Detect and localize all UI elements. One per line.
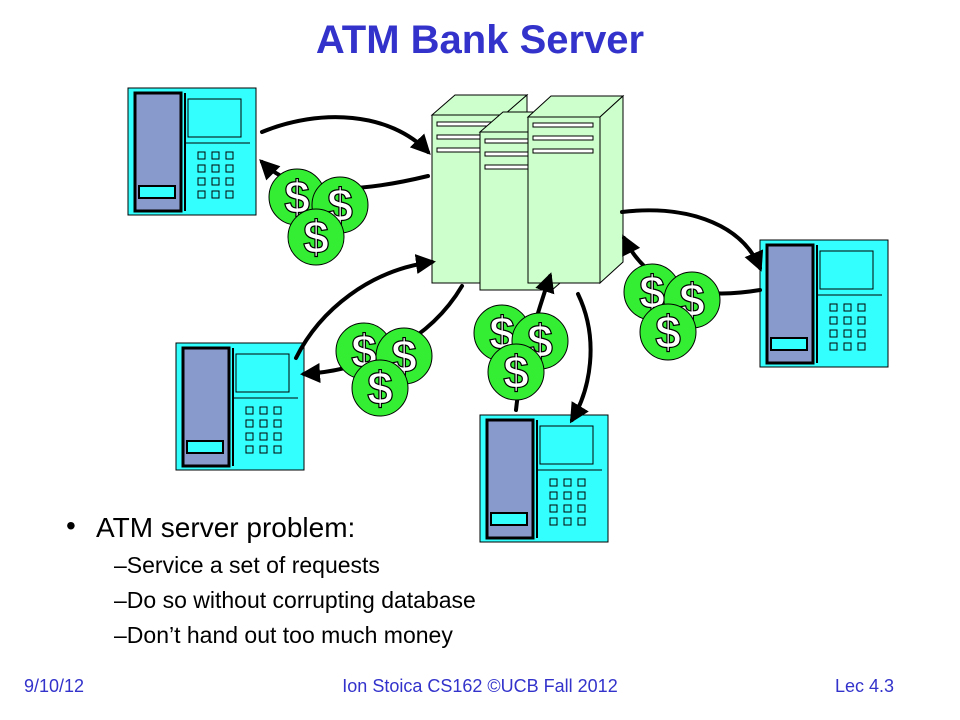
atm-machine-bottom-center xyxy=(480,415,608,542)
sub-bullet-3: –Don’t hand out too much money xyxy=(114,622,453,648)
request-arrow-right xyxy=(620,208,764,272)
dollar-coin-icon: $ xyxy=(473,304,531,362)
dollar-coin-icon: $ xyxy=(487,343,545,401)
bullet-dot: • xyxy=(66,510,76,541)
atm-machine-bottom-left xyxy=(176,343,304,470)
footer-date: 9/10/12 xyxy=(24,676,85,696)
bullet-main: • ATM server problem: xyxy=(66,510,476,552)
atm-machine-right xyxy=(760,240,888,367)
dollar-coin-icon: $ xyxy=(351,359,409,417)
dollar-coin-icon: $ xyxy=(639,303,697,361)
footer-lecture: Lec 4.3 xyxy=(834,676,894,696)
svg-text:$: $ xyxy=(489,307,515,359)
atm-machine-top-left xyxy=(128,88,256,215)
bullet-main-text: ATM server problem: xyxy=(96,512,356,543)
footer-course: Ion Stoica CS162 ©UCB Fall 2012 xyxy=(342,676,618,696)
svg-text:$: $ xyxy=(655,306,681,358)
sub-bullet-2: –Do so without corrupting database xyxy=(114,587,476,613)
response-arrow-bottom-center xyxy=(569,292,593,424)
slide-title: ATM Bank Server xyxy=(315,18,645,62)
svg-text:$: $ xyxy=(303,211,329,263)
svg-text:$: $ xyxy=(367,362,393,414)
dollar-coin-icon: $ xyxy=(287,208,345,266)
server-tower-3 xyxy=(526,94,625,285)
svg-text:$: $ xyxy=(503,346,529,398)
request-arrow-bottom-left xyxy=(294,254,436,360)
request-arrow-top-left xyxy=(260,115,431,155)
bullet-list: • ATM server problem: –Service a set of … xyxy=(66,510,476,657)
sub-bullet-1: –Service a set of requests xyxy=(114,552,380,578)
